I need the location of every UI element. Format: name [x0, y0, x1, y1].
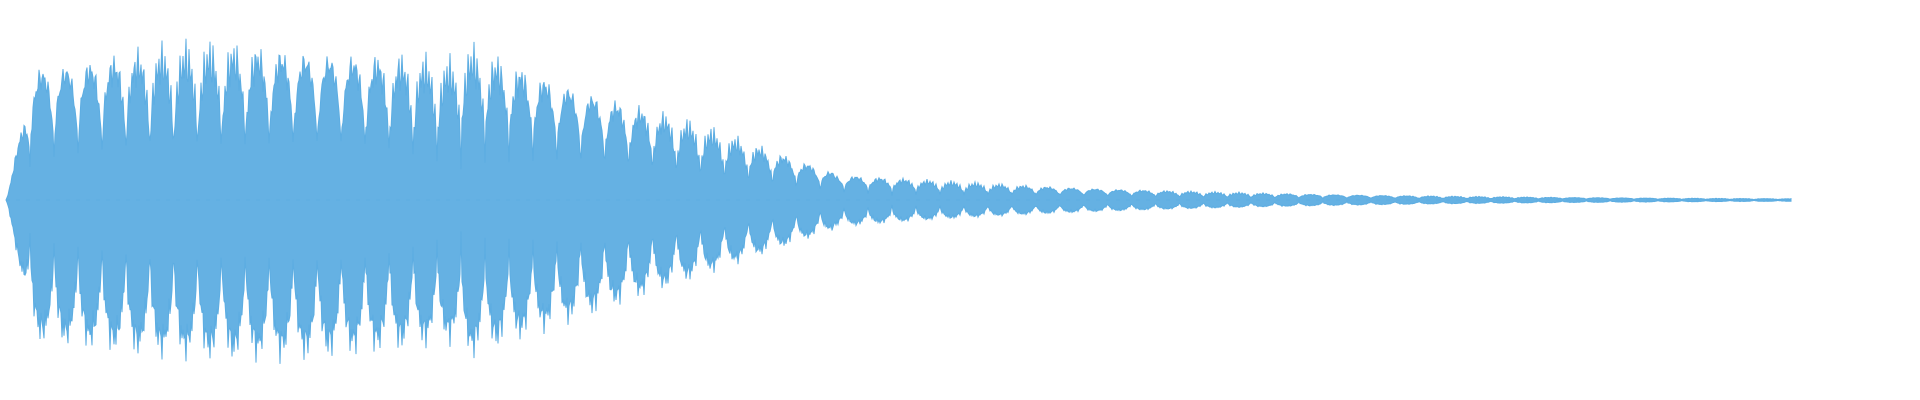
waveform-trace [5, 38, 1792, 364]
